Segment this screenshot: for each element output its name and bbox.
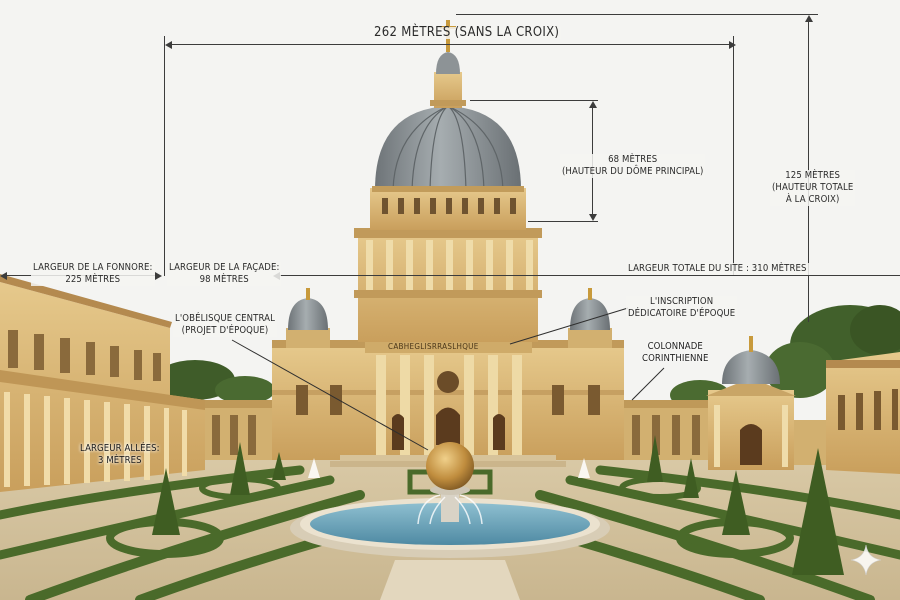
alleys-label: LARGEUR ALLÉES: 3 MÈTRES	[80, 443, 160, 467]
left-width-title: LARGEUR DE LA FONNORE:	[33, 262, 153, 273]
side-dome-right	[568, 288, 612, 348]
inscription-line1: L'INSCRIPTION	[650, 296, 714, 307]
ext-line-dome-top	[470, 100, 598, 101]
site-width-label: LARGEUR TOTALE DU SITE : 310 MÈTRES	[626, 263, 809, 275]
dome-height-value: 68 MÈTRES	[608, 154, 658, 165]
sparkle-icon	[850, 544, 882, 576]
side-dome-left	[286, 288, 330, 348]
frieze-inscription-text: CABHEGLISRRASLHQUE	[388, 342, 479, 351]
facade-width-title: LARGEUR DE LA FAÇADE:	[169, 262, 280, 273]
central-path	[380, 560, 520, 600]
left-width-value: 225 MÈTRES	[65, 274, 121, 285]
ext-line-right	[733, 36, 734, 276]
colonnade-line1: COLONNADE	[647, 341, 703, 352]
topiary-cones	[152, 435, 844, 575]
alleys-line1: LARGEUR ALLÉES:	[80, 443, 160, 454]
total-height-desc-line2: À LA CROIX)	[785, 194, 840, 205]
colonnade-line2: CORINTHIENNE	[642, 353, 709, 364]
frieze-inscription: CABHEGLISRRASLHQUE	[388, 341, 479, 353]
dim-line-overall-width	[170, 44, 730, 45]
site-width-text: LARGEUR TOTALE DU SITE : 310 MÈTRES	[628, 263, 807, 274]
dome-height-desc: (HAUTEUR DU DÔME PRINCIPAL)	[562, 166, 704, 177]
trees-right	[670, 305, 900, 410]
total-height-desc-line1: (HAUTEUR TOTALE	[772, 182, 854, 193]
inscription-label: L'INSCRIPTION DÉDICATOIRE D'ÉPOQUE	[626, 296, 738, 320]
overall-height-label: 262 MÈTRES (SANS LA CROIX)	[372, 25, 562, 40]
obelisk-label: L'OBÉLISQUE CENTRAL (PROJET D'ÉPOQUE)	[173, 313, 277, 337]
arrow-down-icon	[588, 214, 597, 221]
left-wing-building	[0, 274, 205, 492]
left-width-label: LARGEUR DE LA FONNORE: 225 MÈTRES	[31, 262, 155, 286]
alleys-line2: 3 MÈTRES	[97, 455, 142, 466]
arrow-left-icon	[0, 271, 7, 280]
colonnade-label: COLONNADE CORINTHIENNE	[642, 341, 709, 365]
ext-line-left	[164, 36, 165, 276]
ext-line-cross-top	[456, 14, 818, 15]
arrow-right-icon	[729, 40, 736, 49]
total-height-label: 125 MÈTRES (HAUTEUR TOTALE À LA CROIX)	[770, 170, 856, 206]
obelisk-line2: (PROJET D'ÉPOQUE)	[181, 325, 269, 336]
inscription-line2: DÉDICATOIRE D'ÉPOQUE	[628, 308, 736, 319]
overall-height-value: 262 MÈTRES	[374, 25, 451, 40]
dim-line-site-width	[278, 275, 900, 276]
right-pavilion	[706, 336, 796, 470]
arrow-up-icon	[588, 101, 597, 108]
ext-line-dome-bottom	[528, 221, 598, 222]
central-fountain	[290, 442, 610, 558]
total-height-value: 125 MÈTRES	[785, 170, 841, 181]
main-dome	[354, 20, 542, 342]
bronze-sphere	[426, 442, 474, 490]
facade-width-value: 98 MÈTRES	[199, 274, 249, 285]
arrow-right-icon	[155, 271, 162, 280]
arrow-left-icon	[165, 40, 172, 49]
right-wing-building	[794, 352, 900, 474]
facade-width-label: LARGEUR DE LA FAÇADE: 98 MÈTRES	[167, 262, 282, 286]
dome-height-label: 68 MÈTRES (HAUTEUR DU DÔME PRINCIPAL)	[560, 154, 706, 178]
arrow-up-icon	[804, 15, 813, 22]
obelisk-line1: L'OBÉLISQUE CENTRAL	[175, 313, 275, 324]
arcade-right	[622, 400, 710, 460]
overall-height-note: (SANS LA CROIX)	[454, 25, 560, 40]
